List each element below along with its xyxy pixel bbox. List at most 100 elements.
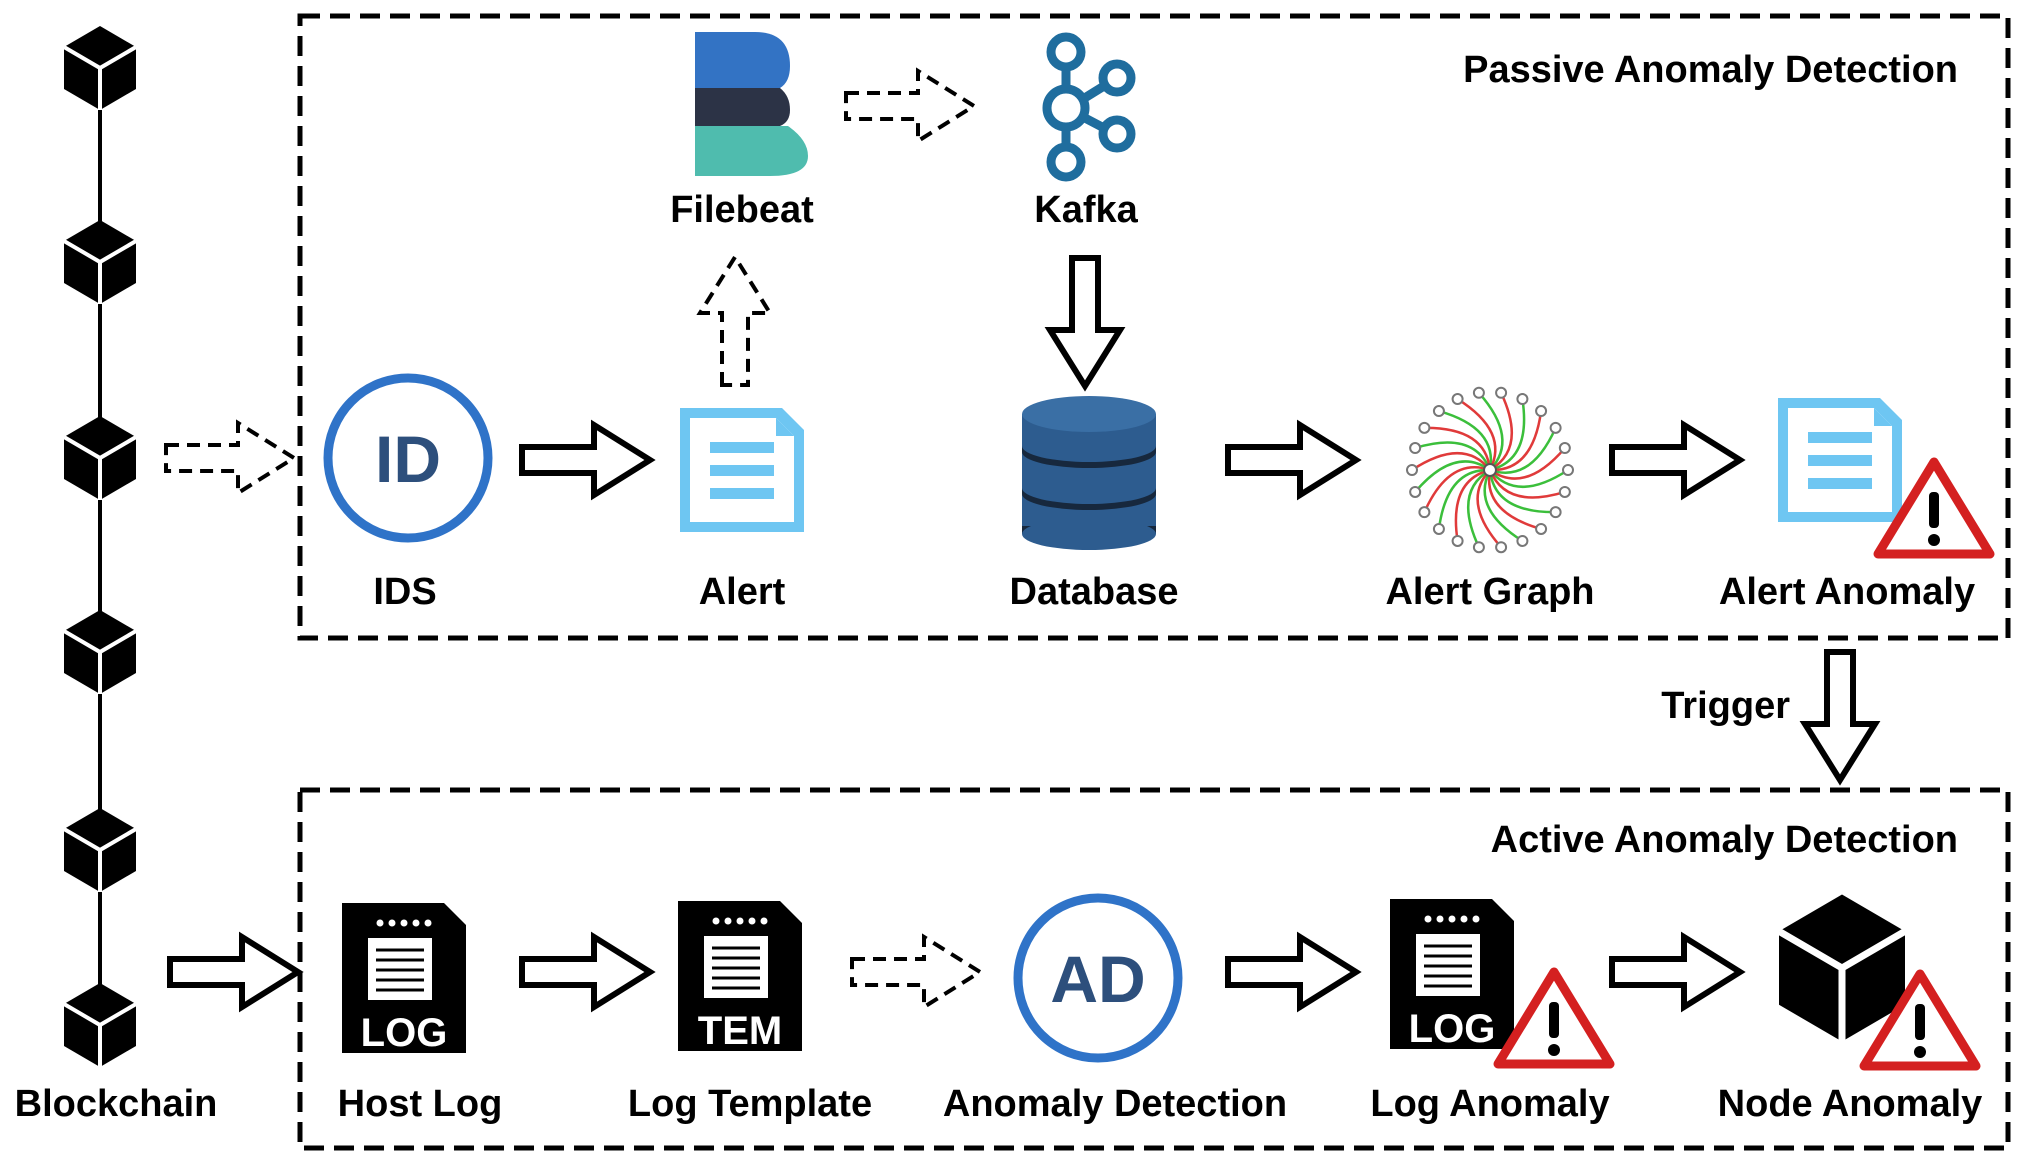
graph-node xyxy=(1418,421,1431,434)
ids-to-alert-arrow xyxy=(522,425,650,495)
blockchain-label: Blockchain xyxy=(15,1083,218,1125)
graph-node xyxy=(1535,405,1548,418)
graph-node xyxy=(1516,534,1529,547)
graph-edge xyxy=(1414,441,1492,471)
filebeat-label: Filebeat xyxy=(670,189,814,231)
graph-node xyxy=(1451,534,1464,547)
kafka-label: Kafka xyxy=(1034,189,1138,231)
trigger-label: Trigger xyxy=(1661,685,1790,727)
graph-edge xyxy=(1477,391,1504,471)
graph-node xyxy=(1432,522,1445,535)
active-panel-title: Active Anomaly Detection xyxy=(1491,819,1958,861)
graph-edge xyxy=(1437,468,1491,530)
graph-edge xyxy=(1423,466,1491,513)
alert-anomaly-label: Alert Anomaly xyxy=(1719,571,1975,613)
filebeat-icon xyxy=(695,32,808,176)
ids-icon: ID xyxy=(323,373,493,543)
graph-edge xyxy=(1438,409,1493,471)
passive-panel-title: Passive Anomaly Detection xyxy=(1463,49,1958,91)
alert-to-filebeat-arrow xyxy=(698,255,772,387)
graph-edge xyxy=(1489,468,1569,489)
graph-node xyxy=(1409,442,1422,455)
anomaly-detection-node: AD Anomaly Detection xyxy=(943,893,1287,1125)
alert-graph-node: Alert Graph xyxy=(1385,386,1595,613)
graph-edge xyxy=(1483,469,1524,543)
graph-node xyxy=(1558,442,1571,455)
database-node: Database xyxy=(1010,396,1179,613)
filebeat-to-kafka-arrow xyxy=(844,69,976,143)
block-cube-icon xyxy=(62,414,138,502)
graph-node xyxy=(1406,464,1418,476)
alert-node: Alert xyxy=(680,408,804,613)
warning-icon xyxy=(1498,972,1610,1064)
graph-node xyxy=(1549,421,1562,434)
graph-node xyxy=(1432,405,1445,418)
graph-edge xyxy=(1489,410,1543,472)
kafka-to-database-arrow xyxy=(1050,258,1120,386)
detection-to-loganomaly-arrow xyxy=(1228,937,1356,1007)
graph-edge xyxy=(1466,468,1491,548)
kafka-node: Kafka xyxy=(1034,32,1139,231)
graph-node xyxy=(1516,393,1529,406)
graph-node xyxy=(1451,393,1464,406)
alert-anomaly-node: Alert Anomaly xyxy=(1719,398,1990,613)
log-template-file-icon: TEM xyxy=(676,899,804,1053)
graph-edge xyxy=(1424,426,1492,471)
ids-node: ID IDS xyxy=(323,373,493,613)
graph-edge xyxy=(1476,469,1503,549)
ids-label: IDS xyxy=(373,571,436,613)
graph-edge xyxy=(1411,451,1491,472)
graph-node xyxy=(1418,506,1431,519)
blockchain-to-hostlog-arrow xyxy=(170,937,298,1007)
graph-node xyxy=(1562,464,1574,476)
graph-edge xyxy=(1456,397,1497,471)
block-cube-icon xyxy=(62,608,138,696)
graph-edge xyxy=(1488,469,1556,514)
graph-node xyxy=(1558,485,1571,498)
graph-node xyxy=(1495,386,1508,399)
log-anomaly-file-icon: LOG xyxy=(1388,897,1516,1051)
node-cube-icon xyxy=(1779,895,1905,1042)
svg-text:ID: ID xyxy=(375,422,441,496)
alert-label: Alert xyxy=(699,571,786,613)
filebeat-node: Filebeat xyxy=(670,32,814,231)
svg-text:TEM: TEM xyxy=(698,1009,782,1053)
alert-document-icon xyxy=(680,408,804,532)
hostlog-to-template-arrow xyxy=(522,937,650,1007)
svg-text:LOG: LOG xyxy=(1409,1007,1496,1051)
host-log-label: Host Log xyxy=(338,1083,503,1125)
graph-edge xyxy=(1489,398,1526,472)
graph-node xyxy=(1549,506,1562,519)
trigger-arrow xyxy=(1805,652,1875,780)
node-anomaly-node: Node Anomaly xyxy=(1718,895,1983,1125)
graph-edge xyxy=(1489,392,1514,472)
database-to-graph-arrow xyxy=(1228,425,1356,495)
graph-edge xyxy=(1414,460,1491,493)
graph-center-node xyxy=(1483,463,1497,477)
block-cube-icon xyxy=(62,24,138,112)
anomaly-detection-icon: AD xyxy=(1013,893,1183,1063)
node-anomaly-label: Node Anomaly xyxy=(1718,1083,1983,1125)
blockchain-to-ids-arrow xyxy=(164,421,296,495)
graph-edge xyxy=(1487,469,1542,531)
alert-anomaly-document-icon xyxy=(1778,398,1902,522)
log-template-label: Log Template xyxy=(628,1083,872,1125)
graph-edge xyxy=(1488,469,1566,499)
database-label: Database xyxy=(1010,571,1179,613)
graph-node xyxy=(1495,541,1508,554)
kafka-icon xyxy=(1042,32,1136,182)
block-cube-icon xyxy=(62,806,138,894)
svg-text:LOG: LOG xyxy=(361,1011,448,1055)
block-cube-icon xyxy=(62,981,138,1069)
anomaly-detection-label: Anomaly Detection xyxy=(943,1083,1287,1125)
alert-graph-icon xyxy=(1406,386,1574,554)
passive-panel-border xyxy=(297,13,2011,641)
host-log-file-icon: LOG xyxy=(340,901,468,1055)
log-template-node: TEM Log Template xyxy=(628,899,872,1125)
graph-node xyxy=(1535,522,1548,535)
active-panel-border xyxy=(297,787,2011,1151)
blockchain-chain: Blockchain xyxy=(15,24,218,1125)
svg-text:AD: AD xyxy=(1050,942,1145,1016)
log-anomaly-node: LOG Log Anomaly xyxy=(1370,897,1610,1125)
